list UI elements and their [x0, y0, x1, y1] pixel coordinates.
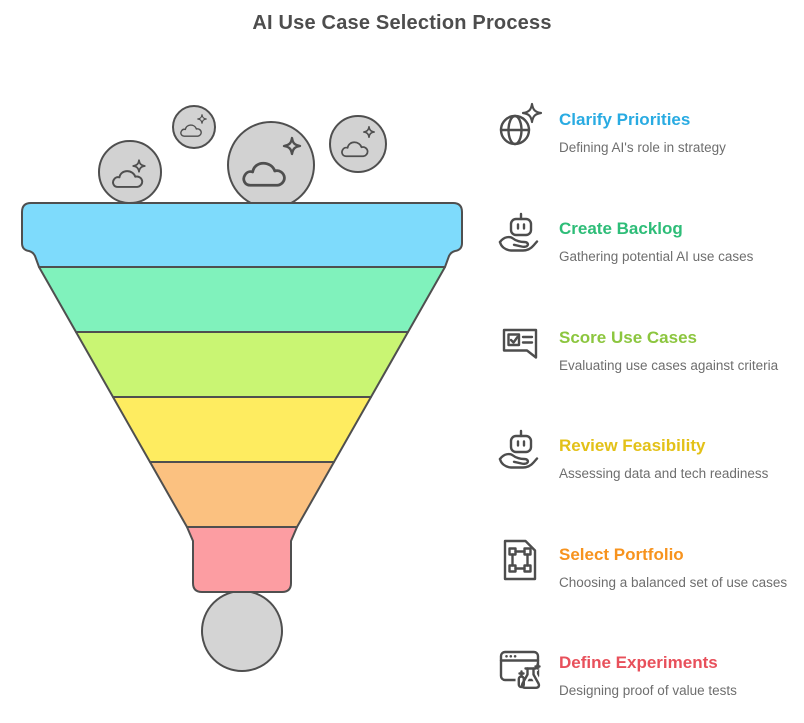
hand-robot-icon: [496, 210, 544, 258]
step-description: Designing proof of value tests: [559, 683, 737, 698]
step-item-review-feasibility: Review Feasibility Assessing data and te…: [496, 427, 796, 482]
globe-sparkle-icon: [496, 101, 544, 149]
step-item-select-portfolio: Select Portfolio Choosing a balanced set…: [496, 536, 796, 591]
step-item-score-use-cases: Score Use Cases Evaluating use cases aga…: [496, 319, 796, 374]
step-description: Evaluating use cases against criteria: [559, 358, 779, 373]
step-title: Select Portfolio: [559, 545, 684, 564]
funnel-stage-1: [21, 202, 463, 268]
idea-bubble: [172, 105, 216, 149]
step-title: Define Experiments: [559, 653, 718, 672]
funnel-stage-6: [186, 526, 298, 593]
idea-cloud-bubbles: [98, 105, 387, 209]
step-description: Assessing data and tech readiness: [559, 466, 769, 481]
step-description: Choosing a balanced set of use cases: [559, 575, 788, 590]
idea-bubble: [329, 115, 387, 173]
hand-robot-icon: [496, 427, 544, 475]
step-title: Create Backlog: [559, 219, 683, 238]
vector-file-icon: [496, 536, 544, 584]
step-item-clarify-priorities: Clarify Priorities Defining AI's role in…: [496, 101, 796, 156]
browser-flask-icon: [496, 644, 544, 692]
step-title: Score Use Cases: [559, 328, 697, 347]
step-title: Clarify Priorities: [559, 110, 691, 129]
page-title: AI Use Case Selection Process: [252, 12, 552, 34]
checklist-bubble-icon: [496, 319, 544, 367]
step-description: Gathering potential AI use cases: [559, 249, 754, 264]
step-item-create-backlog: Create Backlog Gathering potential AI us…: [496, 210, 796, 265]
step-description: Defining AI's role in strategy: [559, 140, 726, 155]
step-item-define-experiments: Define Experiments Designing proof of va…: [496, 644, 796, 699]
step-title: Review Feasibility: [559, 436, 706, 455]
funnel-graphic: [21, 105, 463, 672]
